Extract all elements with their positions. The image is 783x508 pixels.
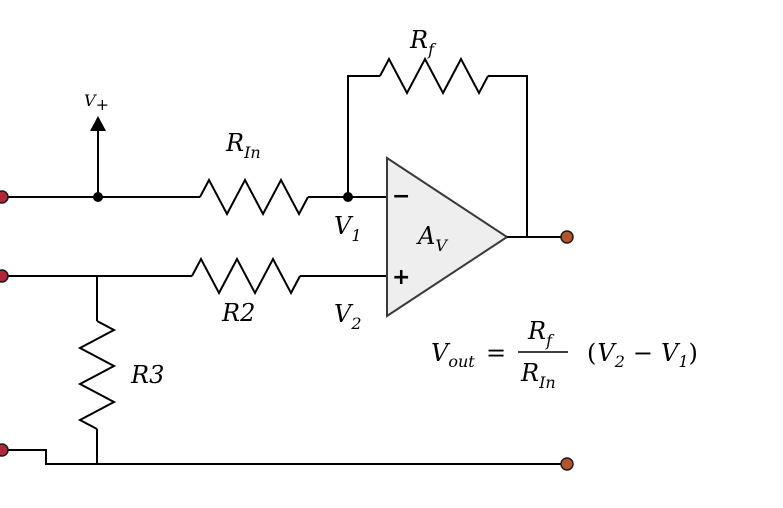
formula-denominator: RIn <box>520 359 556 392</box>
junction-dot-v1 <box>343 192 353 202</box>
formula-numerator: Rf <box>527 317 555 350</box>
wire-feedback-right <box>488 75 528 237</box>
wire-feedback-left <box>347 75 380 197</box>
arrow-up-icon <box>90 116 106 131</box>
opamp-plus-sign: + <box>392 265 410 290</box>
input-terminal-middle[interactable] <box>0 269 9 283</box>
resistor-r3 <box>77 320 117 430</box>
label-r2: R2 <box>221 299 255 327</box>
opamp-minus-sign: − <box>392 184 410 209</box>
input-terminal-bottom[interactable] <box>0 443 9 457</box>
junction-dot-vplus <box>93 192 103 202</box>
gain-formula: Vout = Rf RIn (V2−V1) <box>431 317 698 392</box>
label-av: AV <box>416 222 448 255</box>
input-terminal-top[interactable] <box>0 190 9 204</box>
formula-difference: (V2−V1) <box>587 339 698 371</box>
label-v1: V1 <box>334 212 362 245</box>
label-r3: R3 <box>130 361 164 389</box>
resistor-rf <box>379 56 489 96</box>
label-rf: Rf <box>409 26 437 59</box>
label-rin: RIn <box>225 129 261 162</box>
formula-equals: = <box>486 339 506 367</box>
resistor-r2 <box>191 256 301 296</box>
ground-terminal[interactable] <box>560 457 574 471</box>
formula-lhs: Vout <box>431 339 475 371</box>
opamp-triangle <box>386 156 509 318</box>
wire-ground <box>4 449 566 465</box>
output-terminal[interactable] <box>560 230 574 244</box>
label-v2: V2 <box>334 300 362 333</box>
label-v-plus: V+ <box>84 91 109 114</box>
resistor-rin <box>199 177 309 217</box>
